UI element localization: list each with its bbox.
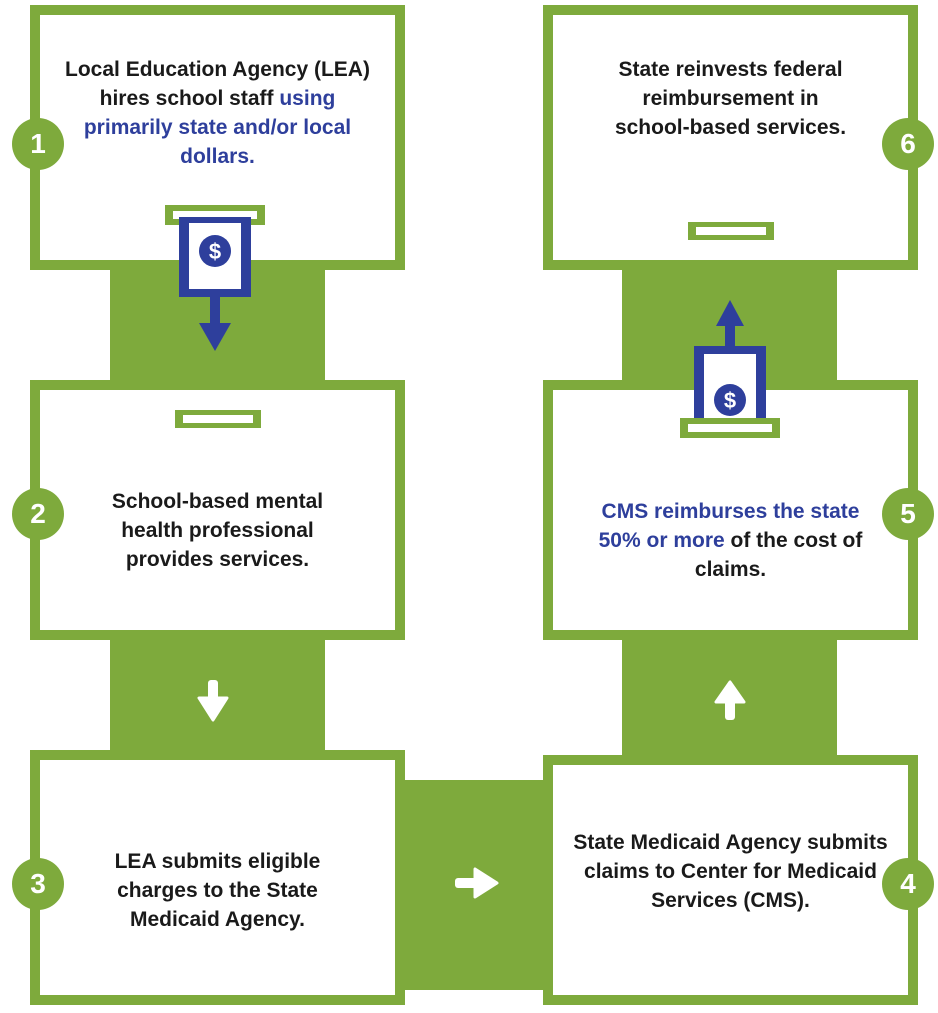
step-5-number: 5 xyxy=(882,488,934,540)
step-3-text-plain: LEA submits eligible charges to the Stat… xyxy=(114,850,321,931)
step-3-box xyxy=(30,750,405,1005)
step-5-text-plain: of the cost of claims. xyxy=(694,529,863,581)
arrow-down-icon xyxy=(197,680,229,722)
step-4-text-plain: State Medicaid Agency submits claims to … xyxy=(573,831,888,912)
slot-step-2 xyxy=(175,410,261,428)
step-6-number: 6 xyxy=(882,118,934,170)
step-1-text-plain: Local Education Agency (LEA) hires schoo… xyxy=(65,58,370,110)
step-1-number: 1 xyxy=(12,118,64,170)
step-2-text-plain: School-based mental health professional … xyxy=(111,490,324,571)
step-6-text-plain: State reinvests federal reimbursement in… xyxy=(614,58,847,139)
dollar-symbol: $ xyxy=(724,388,736,413)
arrow-up-icon xyxy=(714,680,746,720)
slot-step-6 xyxy=(688,222,774,240)
step-2-number: 2 xyxy=(12,488,64,540)
step-6-text: State reinvests federal reimbursement in… xyxy=(603,55,858,142)
step-5-text-highlight: CMS reimburses the state 50% or more xyxy=(598,500,860,552)
step-4-text: State Medicaid Agency submits claims to … xyxy=(573,828,888,915)
step-4-box xyxy=(543,755,918,1005)
step-4-number: 4 xyxy=(882,858,934,910)
step-3-text: LEA submits eligible charges to the Stat… xyxy=(80,847,355,934)
step-1-text-highlight: using primarily state and/or local dolla… xyxy=(83,87,352,168)
step-3-number: 3 xyxy=(12,858,64,910)
step-6-box xyxy=(543,5,918,270)
dollar-bill-icon: $ xyxy=(680,300,780,438)
step-1-text: Local Education Agency (LEA) hires schoo… xyxy=(60,55,375,171)
arrow-right-icon xyxy=(455,867,499,899)
step-5-text: CMS reimburses the state 50% or more of … xyxy=(588,497,873,584)
dollar-symbol: $ xyxy=(209,239,221,264)
step-2-text: School-based mental health professional … xyxy=(80,487,355,574)
dollar-bill-icon: $ xyxy=(165,205,265,351)
